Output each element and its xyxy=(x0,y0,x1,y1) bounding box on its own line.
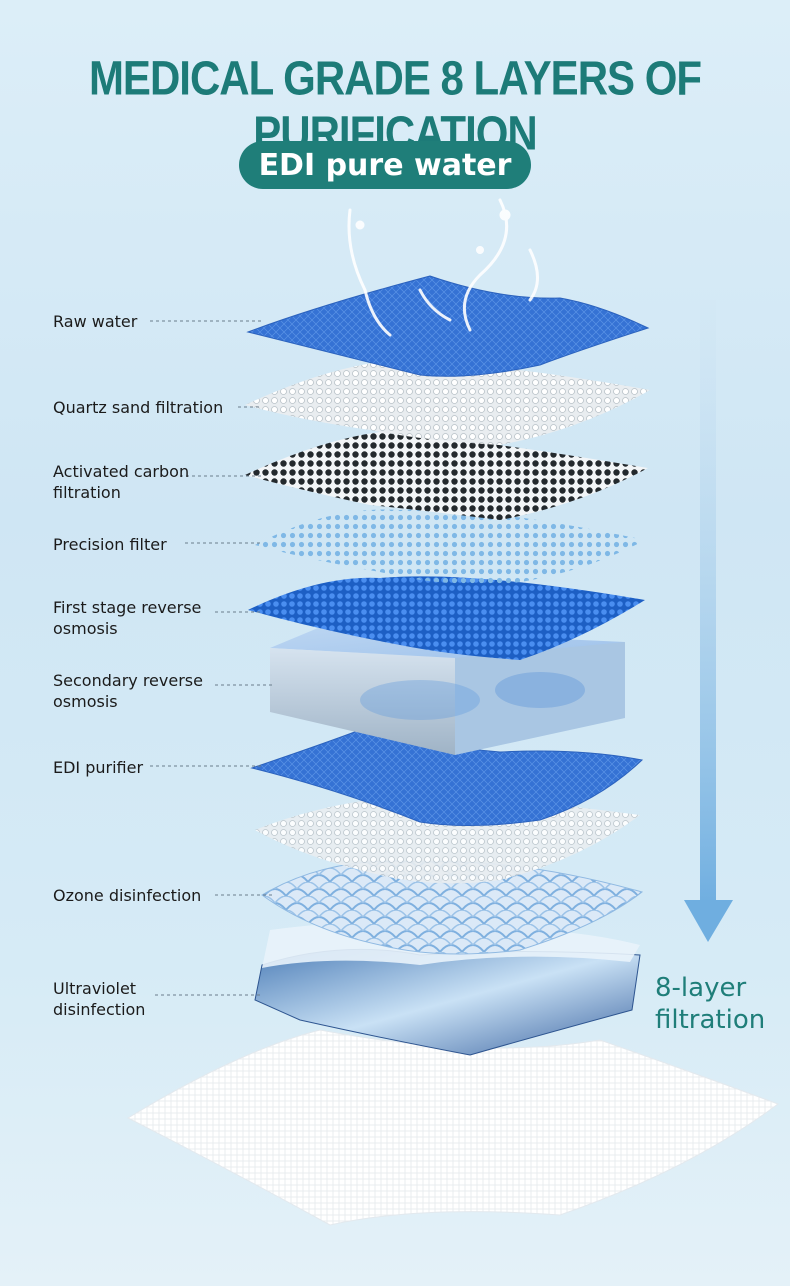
label-line: Ozone disinfection xyxy=(53,886,202,905)
label-ozone: Ozone disinfection xyxy=(53,885,201,906)
water-splash xyxy=(347,198,539,337)
white-cloth-base xyxy=(126,1029,780,1226)
label-line: filtration xyxy=(53,483,121,502)
label-line: osmosis xyxy=(53,692,118,711)
leader-lines xyxy=(150,320,272,996)
label-line: Secondary reverse xyxy=(53,671,203,690)
side-label-line: 8-layer xyxy=(655,973,747,1003)
label-first-stage-ro: First stage reverse osmosis xyxy=(53,597,201,639)
label-line: EDI purifier xyxy=(53,758,144,777)
activated-carbon-layer xyxy=(245,432,648,520)
label-line: Ultraviolet xyxy=(53,979,137,998)
precision-filter-layer xyxy=(255,509,645,585)
label-edi-purifier: EDI purifier xyxy=(53,757,143,778)
label-secondary-ro: Secondary reverse osmosis xyxy=(53,670,203,712)
quartz-sand-layer xyxy=(245,361,650,445)
side-label: 8-layer filtration xyxy=(655,972,765,1036)
flow-arrow-shaft xyxy=(700,300,716,905)
label-quartz-sand: Quartz sand filtration xyxy=(53,397,223,418)
label-activated-carbon: Activated carbon filtration xyxy=(53,461,189,503)
label-line: Raw water xyxy=(53,312,138,331)
side-label-line: filtration xyxy=(655,1005,766,1035)
label-line: Precision filter xyxy=(53,535,167,554)
label-precision-filter: Precision filter xyxy=(53,534,167,555)
label-line: Quartz sand filtration xyxy=(53,398,224,417)
label-raw-water: Raw water xyxy=(53,311,137,332)
first-stage-ro-layer xyxy=(248,576,645,660)
subtitle-badge: EDI pure water xyxy=(239,141,531,189)
page-title: MEDICAL GRADE 8 LAYERS OF PURIFICATION xyxy=(88,50,702,161)
label-line: First stage reverse xyxy=(53,598,202,617)
label-line: disinfection xyxy=(53,1000,146,1019)
label-ultraviolet: Ultraviolet disinfection xyxy=(53,978,145,1020)
label-line: osmosis xyxy=(53,619,118,638)
label-line: Activated carbon xyxy=(53,462,190,481)
raw-water-layer xyxy=(246,275,650,377)
flow-arrow-head xyxy=(684,900,733,942)
